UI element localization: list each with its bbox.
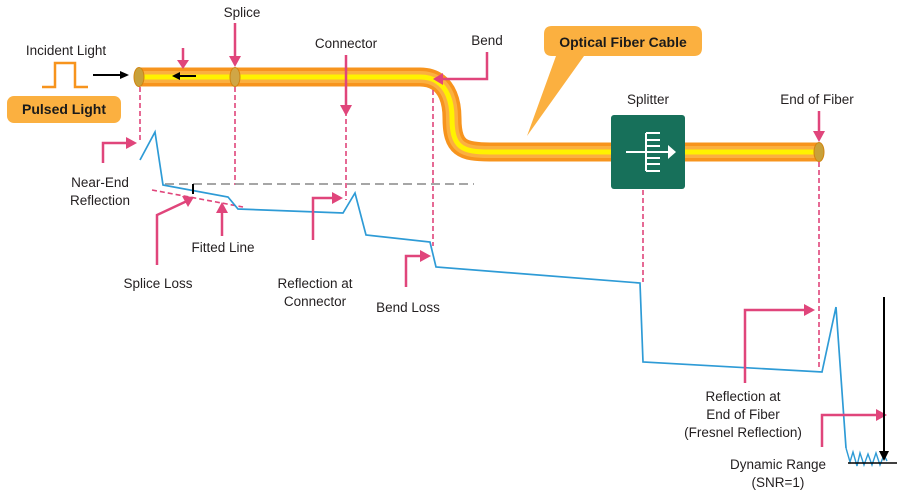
splitter-label: Splitter xyxy=(627,92,670,107)
reflection-connector-line1: Reflection at xyxy=(277,276,352,291)
connector-reflection-arrow-icon xyxy=(311,192,343,240)
splice-arrow-icon xyxy=(229,23,241,67)
dynamic-range-line2: (SNR=1) xyxy=(752,475,805,490)
dynamic-range-vertical-arrow-icon xyxy=(879,297,889,461)
splitter-box xyxy=(611,115,685,189)
fiber-mid xyxy=(138,71,820,158)
pulse-forward-arrow-icon xyxy=(93,71,129,79)
end-of-fiber-label: End of Fiber xyxy=(780,92,854,107)
dynamic-range-line1: Dynamic Range xyxy=(730,457,826,472)
otdr-trace xyxy=(139,129,847,449)
near-end-reflection-line1: Near-End xyxy=(71,175,129,190)
reflection-end-line2: End of Fiber xyxy=(706,407,780,422)
fiber-cable-callout xyxy=(527,26,702,136)
reflection-connector-line2: Connector xyxy=(284,294,347,309)
fiber-start-end xyxy=(133,67,145,87)
end-reflection-arrow-icon xyxy=(743,304,815,383)
near-end-arrow-icon xyxy=(101,137,137,163)
pulsed-light-badge xyxy=(7,96,121,123)
splice-loss-arrow-icon xyxy=(155,196,194,265)
pulsed-light-label: Pulsed Light xyxy=(22,101,106,117)
splice-loss-label: Splice Loss xyxy=(123,276,192,291)
reflection-end-line3: (Fresnel Reflection) xyxy=(684,425,802,440)
reflection-end-line1: Reflection at xyxy=(705,389,780,404)
fiber-core xyxy=(138,74,820,155)
bend-loss-arrow-icon xyxy=(404,250,431,287)
small-down-arrow-icon xyxy=(177,48,189,69)
end-of-fiber-arrow-icon xyxy=(813,111,825,142)
backscatter-arrow-icon xyxy=(172,72,196,80)
splice-joint xyxy=(229,67,241,87)
dynamic-range-arrow-icon xyxy=(820,409,887,447)
fitted-line-label: Fitted Line xyxy=(191,240,254,255)
incident-light-label: Incident Light xyxy=(26,43,107,58)
fitted-line-arrow-icon xyxy=(216,202,228,236)
splice-label: Splice xyxy=(224,5,261,20)
near-end-reflection-line2: Reflection xyxy=(70,193,130,208)
fiber-cable xyxy=(133,67,825,162)
pulse-shape-icon xyxy=(42,61,88,89)
connector-label: Connector xyxy=(315,36,378,51)
splitter-icon xyxy=(626,132,675,172)
bend-loss-label: Bend Loss xyxy=(376,300,440,315)
fiber-far-end xyxy=(813,142,825,162)
bend-arrow-icon xyxy=(433,52,489,85)
fiber-cable-label: Optical Fiber Cable xyxy=(559,34,687,50)
splitter-arrow-icon xyxy=(668,145,676,159)
bend-label: Bend xyxy=(471,33,503,48)
event-guides xyxy=(139,87,820,370)
fiber-outer xyxy=(138,67,820,162)
